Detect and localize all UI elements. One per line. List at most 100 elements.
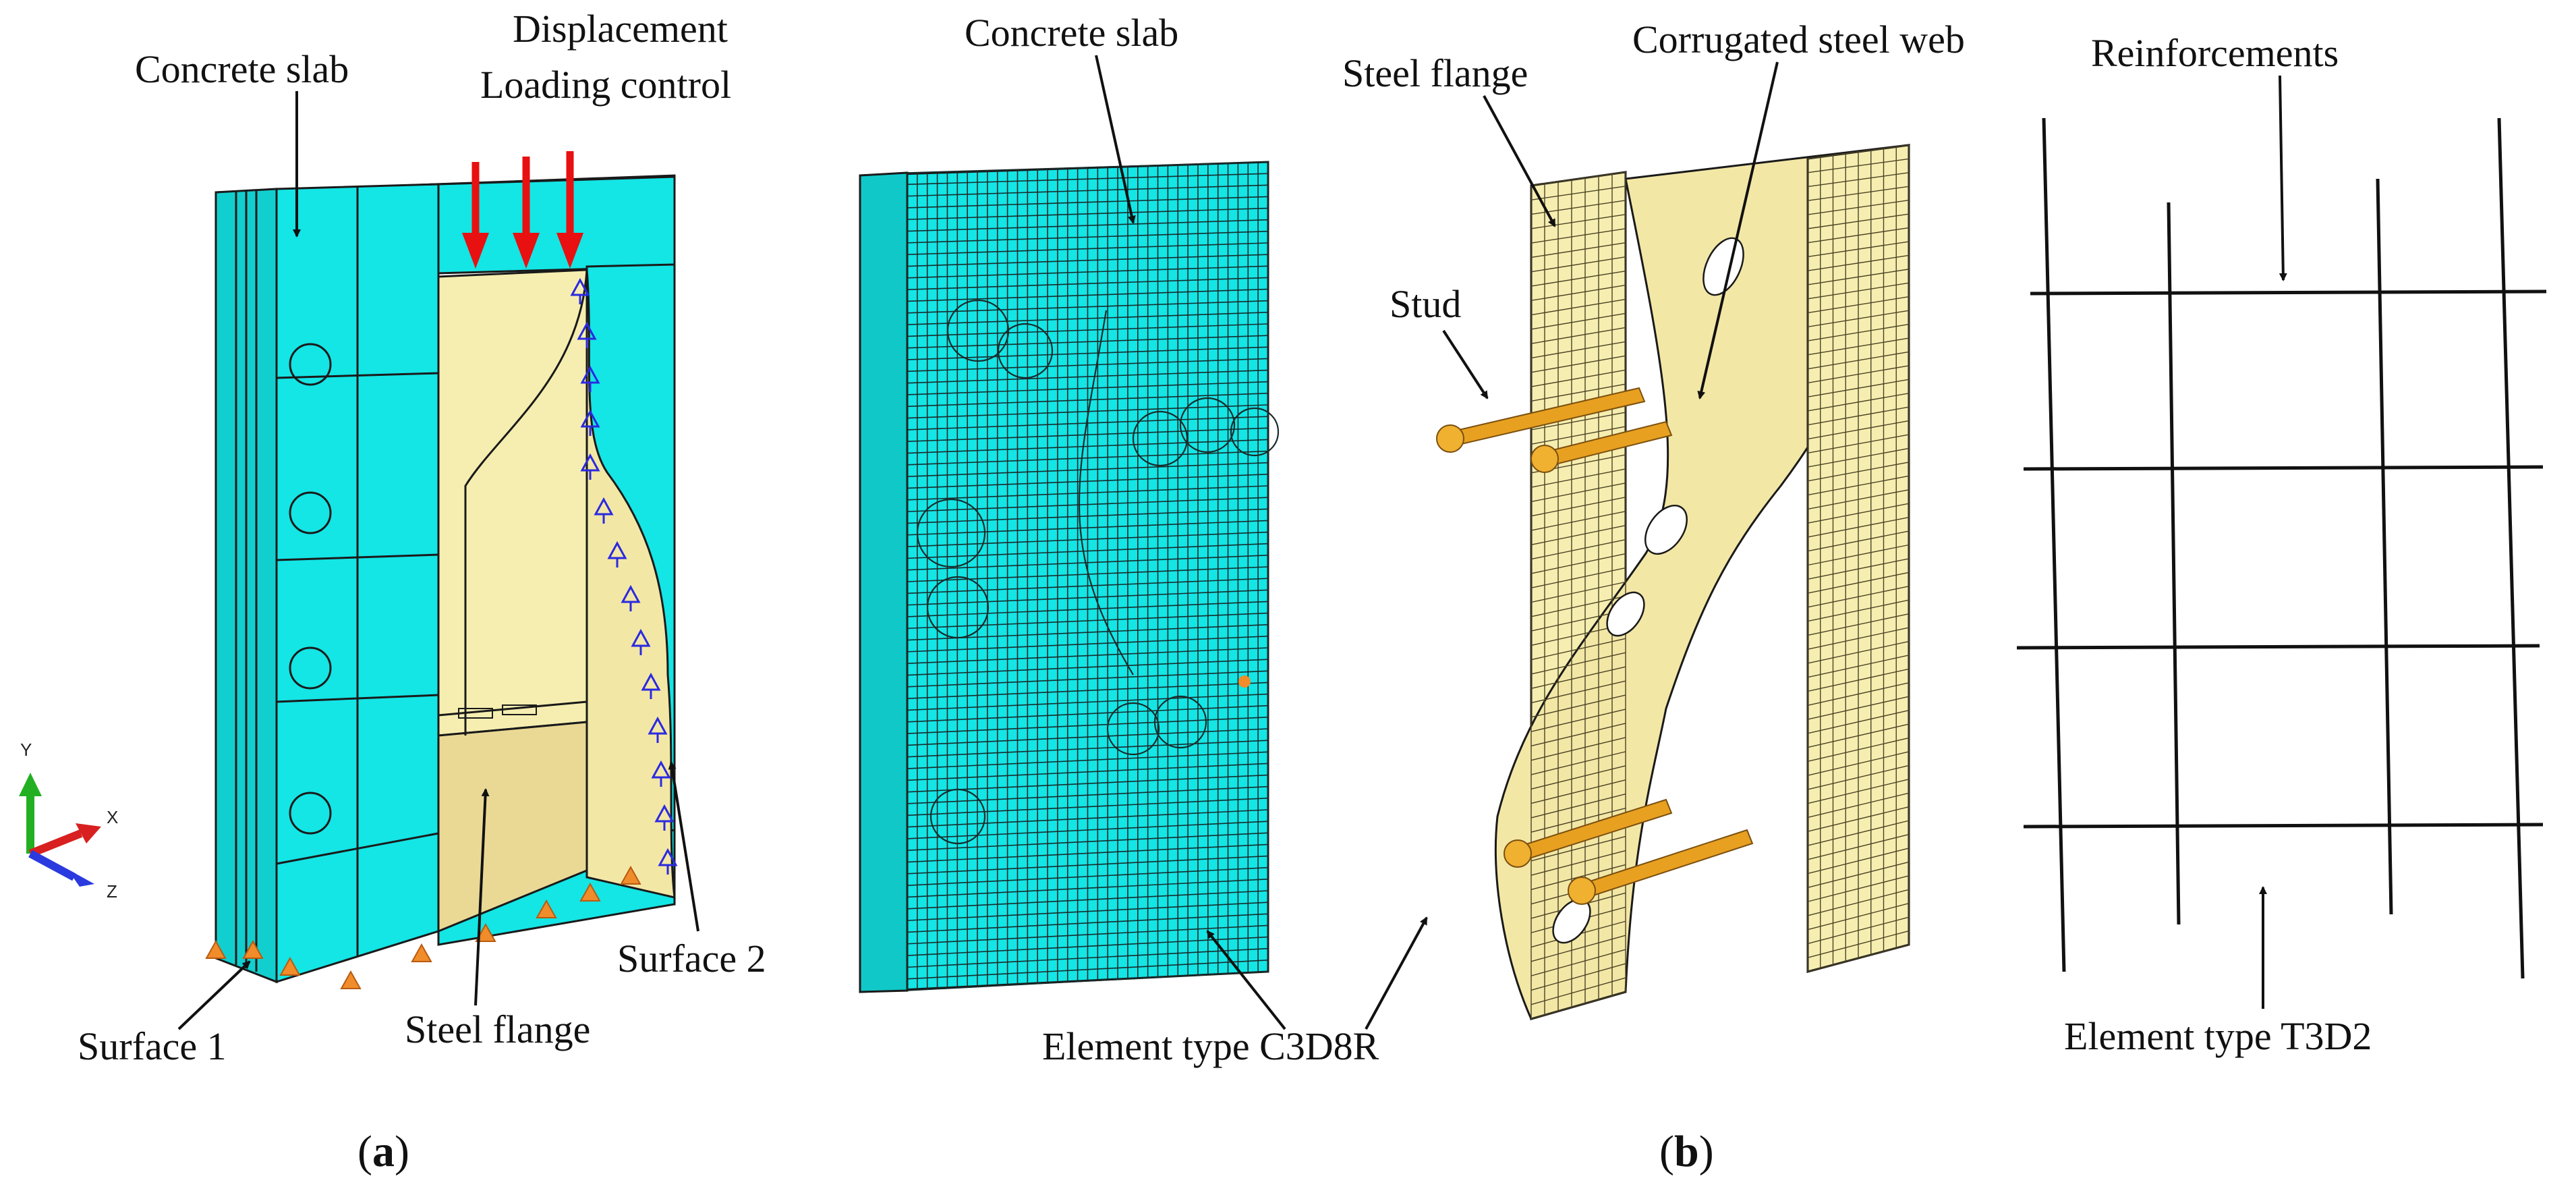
mesh-line bbox=[1807, 406, 1910, 426]
mesh-line bbox=[907, 300, 1269, 314]
mesh-line bbox=[1807, 709, 1910, 734]
mesh-line bbox=[1807, 682, 1910, 706]
mesh-line bbox=[1807, 861, 1910, 889]
mesh-line bbox=[1530, 850, 1626, 876]
mesh-line bbox=[1807, 765, 1910, 790]
mesh-line bbox=[1807, 848, 1910, 875]
mesh-line bbox=[907, 416, 1269, 431]
mesh-line bbox=[907, 381, 1269, 395]
mesh-line bbox=[907, 474, 1269, 489]
mesh-line bbox=[1807, 393, 1910, 412]
mesh-line bbox=[1530, 977, 1626, 1005]
mesh-line bbox=[1807, 434, 1910, 453]
mesh-line bbox=[907, 335, 1269, 349]
label-displacement: Displacement bbox=[513, 7, 728, 51]
mesh-line bbox=[907, 196, 1269, 209]
mesh-line bbox=[907, 704, 1269, 723]
mesh-line bbox=[1530, 412, 1626, 431]
mesh-line bbox=[907, 404, 1269, 419]
mesh-line bbox=[1530, 497, 1626, 517]
mesh-line bbox=[1530, 765, 1626, 790]
panel-b-concrete-mesh: Concrete slab Element type C3D8R (b) bbox=[859, 11, 1714, 1176]
mesh-line bbox=[1807, 833, 1910, 860]
mesh-line bbox=[1807, 599, 1910, 622]
mesh-line bbox=[907, 913, 1269, 933]
mesh-line bbox=[1530, 751, 1626, 775]
mesh-line bbox=[907, 728, 1269, 746]
mesh-line bbox=[907, 601, 1269, 617]
mesh-line bbox=[1530, 426, 1626, 445]
axis-triad-icon: Y X Z bbox=[19, 740, 118, 902]
mesh-line bbox=[907, 763, 1269, 781]
panel-b-reinforcement bbox=[2016, 117, 2547, 979]
mesh-line bbox=[907, 774, 1269, 793]
mesh-line bbox=[1807, 296, 1910, 314]
support-cone-icon bbox=[205, 865, 641, 989]
mesh-line bbox=[907, 855, 1269, 875]
mesh-line bbox=[1530, 270, 1626, 287]
mesh-line bbox=[1807, 586, 1910, 608]
load-arrow-icon bbox=[462, 151, 583, 269]
mesh-line bbox=[1530, 652, 1626, 675]
label-concrete-slab-b: Concrete slab bbox=[965, 11, 1178, 55]
mesh-line bbox=[1807, 365, 1910, 384]
mesh-line bbox=[1530, 468, 1626, 488]
reference-point-icon bbox=[1238, 675, 1251, 688]
label-reinforcements: Reinforcements bbox=[2091, 31, 2339, 75]
mesh-line bbox=[1530, 723, 1626, 747]
label-surface-2: Surface 2 bbox=[617, 937, 766, 980]
mesh-line bbox=[1807, 447, 1910, 468]
mesh-line bbox=[1807, 558, 1910, 580]
mesh-line bbox=[1530, 935, 1626, 962]
mesh-line bbox=[1807, 792, 1910, 819]
mesh-line bbox=[1807, 310, 1910, 328]
mesh-line bbox=[1530, 991, 1626, 1020]
panel-b-steel-mesh: Steel flange Corrugated steel web Stud bbox=[1342, 18, 1965, 1020]
mesh-line bbox=[1530, 482, 1626, 503]
mesh-line bbox=[1807, 172, 1910, 188]
mesh-line bbox=[1807, 213, 1910, 229]
mesh-line bbox=[1530, 312, 1626, 330]
mesh-line bbox=[907, 323, 1269, 337]
mesh-line bbox=[1530, 666, 1626, 689]
mesh-line bbox=[907, 589, 1269, 606]
mesh-line bbox=[1530, 638, 1626, 661]
mesh-line bbox=[1530, 567, 1626, 588]
mesh-line bbox=[1530, 228, 1626, 244]
mesh-line bbox=[1807, 696, 1910, 720]
mesh-line bbox=[1807, 640, 1910, 664]
mesh-line bbox=[907, 682, 1269, 699]
mesh-line bbox=[1530, 355, 1626, 373]
mesh-line bbox=[1807, 475, 1910, 496]
mesh-line bbox=[907, 843, 1269, 863]
mesh-line bbox=[1530, 327, 1626, 344]
mesh-line bbox=[907, 751, 1269, 769]
mesh-line bbox=[1807, 751, 1910, 776]
mesh-line bbox=[1807, 668, 1910, 692]
mesh-line bbox=[907, 288, 1269, 302]
label-loading-control: Loading control bbox=[480, 63, 731, 107]
mesh-line bbox=[907, 219, 1269, 232]
mesh-line bbox=[907, 427, 1269, 443]
mesh-line bbox=[1807, 323, 1910, 341]
mesh-line bbox=[907, 693, 1269, 711]
mesh-line bbox=[1530, 595, 1626, 617]
mesh-line bbox=[1530, 525, 1626, 546]
mesh-line bbox=[907, 902, 1269, 921]
mesh-line bbox=[907, 578, 1269, 594]
mesh-line bbox=[907, 161, 1269, 173]
boundary-symbol-icon bbox=[570, 277, 678, 875]
mesh-line bbox=[907, 555, 1269, 571]
mesh-line bbox=[1807, 820, 1910, 846]
axis-x-label: X bbox=[107, 807, 118, 827]
mesh-line bbox=[1807, 420, 1910, 440]
mesh-line bbox=[1530, 538, 1626, 560]
mesh-line bbox=[907, 947, 1269, 968]
mesh-line bbox=[1807, 903, 1910, 931]
mesh-line bbox=[907, 866, 1269, 886]
mesh-line bbox=[1807, 530, 1910, 552]
mesh-line bbox=[907, 520, 1269, 536]
mesh-line bbox=[1807, 516, 1910, 538]
mesh-line bbox=[907, 924, 1269, 945]
mesh-line bbox=[907, 497, 1269, 512]
